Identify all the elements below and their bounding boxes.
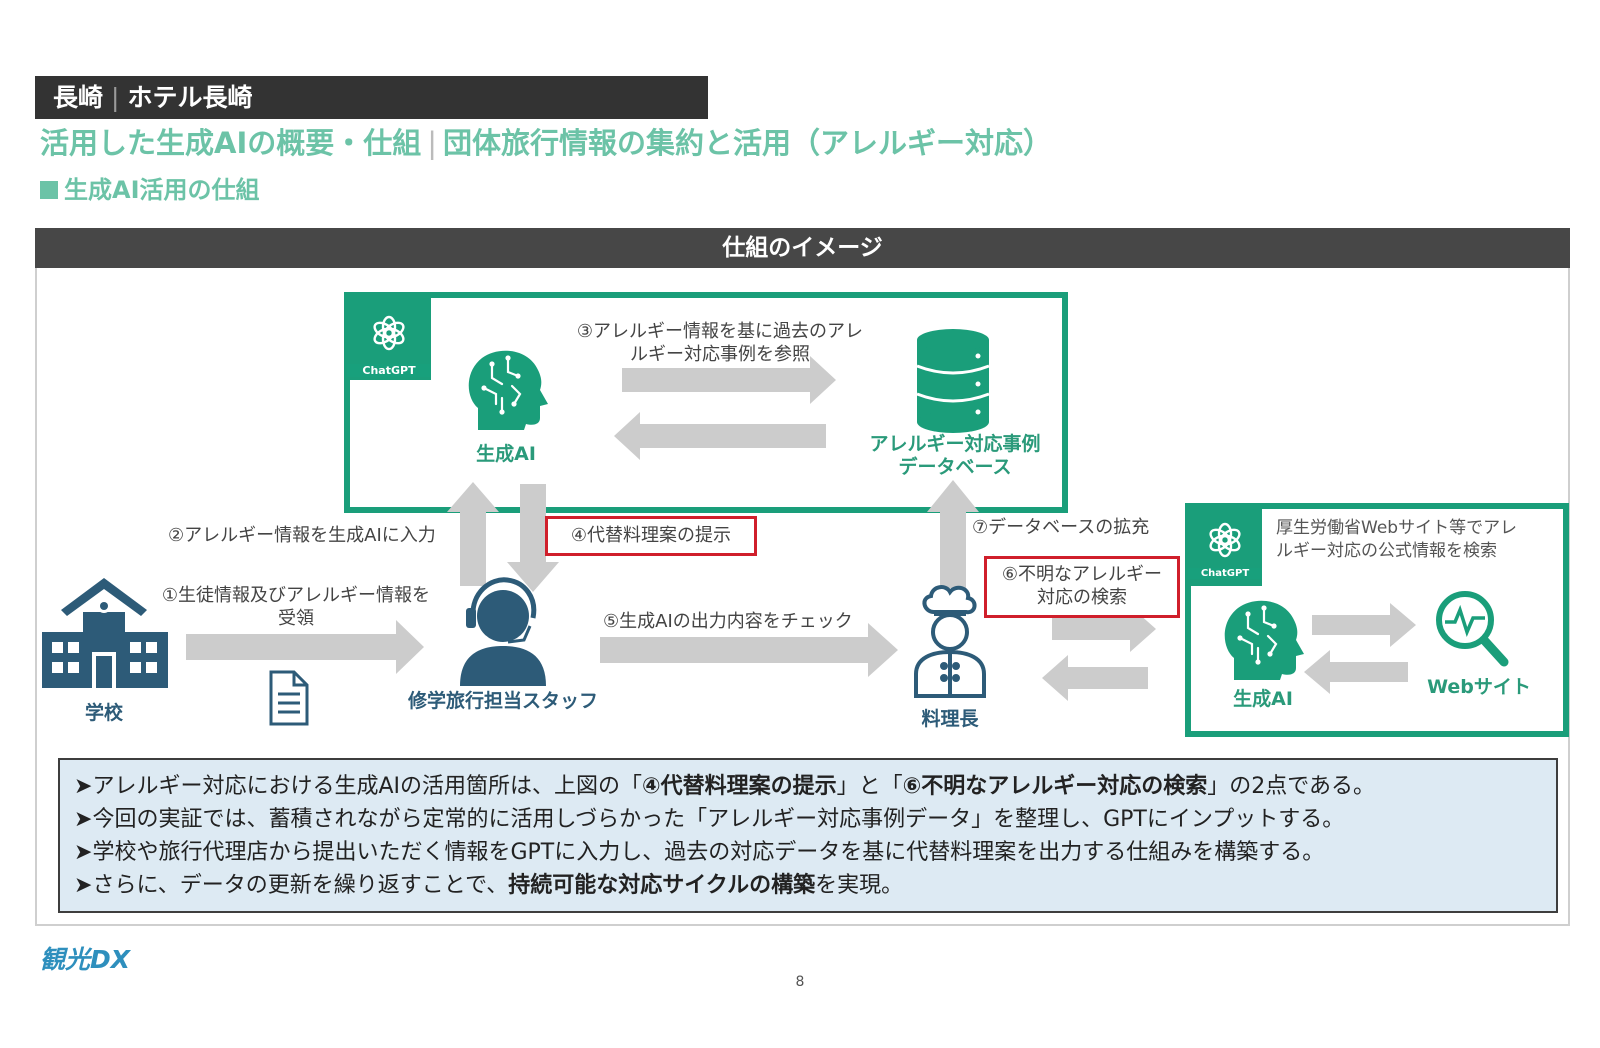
page-title-right: 団体旅行情報の集約と活用（アレルギー対応） [443,126,1053,160]
web-chatgpt-box [1185,503,1569,737]
arrow-web-to-chef [1042,655,1148,701]
document-icon [269,670,309,726]
db-label-line2: データベース [898,456,1012,478]
web-desc-label: 厚生労働省Webサイト等でアレ ルギー対応の公式情報を検索 [1276,517,1517,563]
location-bar: 長崎|ホテル長崎 [35,76,708,119]
separator: | [427,126,438,160]
step1-line2: 受領 [278,608,314,629]
arrow-staff-to-ai [447,482,499,586]
chatgpt-box [344,292,1068,513]
hotel-name: ホテル長崎 [127,83,253,112]
arrow-db-to-ai [614,412,826,460]
note-emphasis: ⑥不明なアレルギー対応の検索 [902,774,1208,799]
summary-notes: ➤アレルギー対応における生成AIの活用箇所は、上図の「④代替料理案の提示」と「⑥… [58,758,1558,913]
note-line-2: ➤今回の実証では、蓄積されながら定常的に活用しづらかった「アレルギー対応事例デー… [74,807,1345,832]
step1-line1: ①生徒情報及びアレルギー情報を [161,585,431,606]
arrow-ai-to-staff [507,484,559,592]
chef-icon [914,585,986,698]
database-icon [916,329,990,433]
arrow-school-to-staff [186,620,424,674]
step6-line2: 対応の検索 [1037,587,1127,608]
page-number: 8 [795,974,805,990]
step3-line1: ③アレルギー情報を基に過去のアレ [576,321,864,342]
step2-label: ②アレルギー情報を生成AIに入力 [168,525,436,546]
web-ai-label: 生成AI [1233,688,1293,710]
web-desc-line2: ルギー対応の公式情報を検索 [1276,541,1497,561]
web-site-label: Webサイト [1427,676,1531,698]
staff-headset-icon [460,577,546,686]
step6-line1: ⑥不明なアレルギー [1001,564,1163,585]
diagram-frame-title: 仕組のイメージ [35,228,1570,268]
chatgpt-badge-label: ChatGPT [347,364,431,377]
web-desc-line1: 厚生労働省Webサイト等でアレ [1276,518,1518,538]
brand-logo: 観光DX [40,945,131,974]
step4-highlight: ④代替料理案の提示 [545,516,757,556]
arrow-staff-to-chef [600,623,898,677]
page-title-left: 活用した生成AIの概要・仕組 [40,126,422,160]
step6-highlight: ⑥不明なアレルギー 対応の検索 [984,556,1180,618]
step5-label: ⑤生成AIの出力内容をチェック [603,611,853,632]
page-title: 活用した生成AIの概要・仕組|団体旅行情報の集約と活用（アレルギー対応） [40,123,1052,163]
chef-label: 料理長 [921,708,979,730]
step3-label: ③アレルギー情報を基に過去のアレ ルギー対応事例を参照 [570,320,870,366]
web-ai-brain-icon [1223,599,1306,682]
location-name: 長崎 [53,83,104,112]
web-chatgpt-badge-label: ChatGPT [1188,568,1262,579]
section-title: 生成AI活用の仕組 [40,173,260,207]
note-emphasis: 持続可能な対応サイクルの構築 [508,873,816,898]
db-label: アレルギー対応事例 データベース [850,433,1060,479]
section-title-text: 生成AI活用の仕組 [64,176,260,204]
step3-line2: ルギー対応事例を参照 [630,344,810,365]
separator: | [111,83,120,112]
school-label: 学校 [84,702,123,724]
note-line-4: ➤さらに、データの更新を繰り返すことで、持続可能な対応サイクルの構築を実現。 [74,873,904,898]
arrow-web-to-ai [1304,650,1408,694]
step1-label: ①生徒情報及びアレルギー情報を 受領 [150,584,442,630]
step7-label: ⑦データベースの拡充 [972,517,1150,538]
note-line-3: ➤学校や旅行代理店から提出いただく情報をGPTに入力し、過去の対応データを基に代… [74,840,1325,865]
square-bullet-icon [40,181,58,199]
ai-brain-icon [467,349,550,432]
note-line-1: ➤アレルギー対応における生成AIの活用箇所は、上図の「④代替料理案の提示」と「⑥… [74,774,1376,799]
school-icon [42,578,168,688]
arrow-ai-to-db [622,356,836,404]
note-emphasis: ④代替料理案の提示 [641,774,837,799]
db-label-line1: アレルギー対応事例 [869,433,1041,455]
arrow-chef-to-db [927,480,979,588]
arrow-ai-to-web [1312,603,1416,647]
web-search-icon [1436,591,1509,667]
staff-label: 修学旅行担当スタッフ [407,690,598,712]
ai-label: 生成AI [476,443,536,465]
